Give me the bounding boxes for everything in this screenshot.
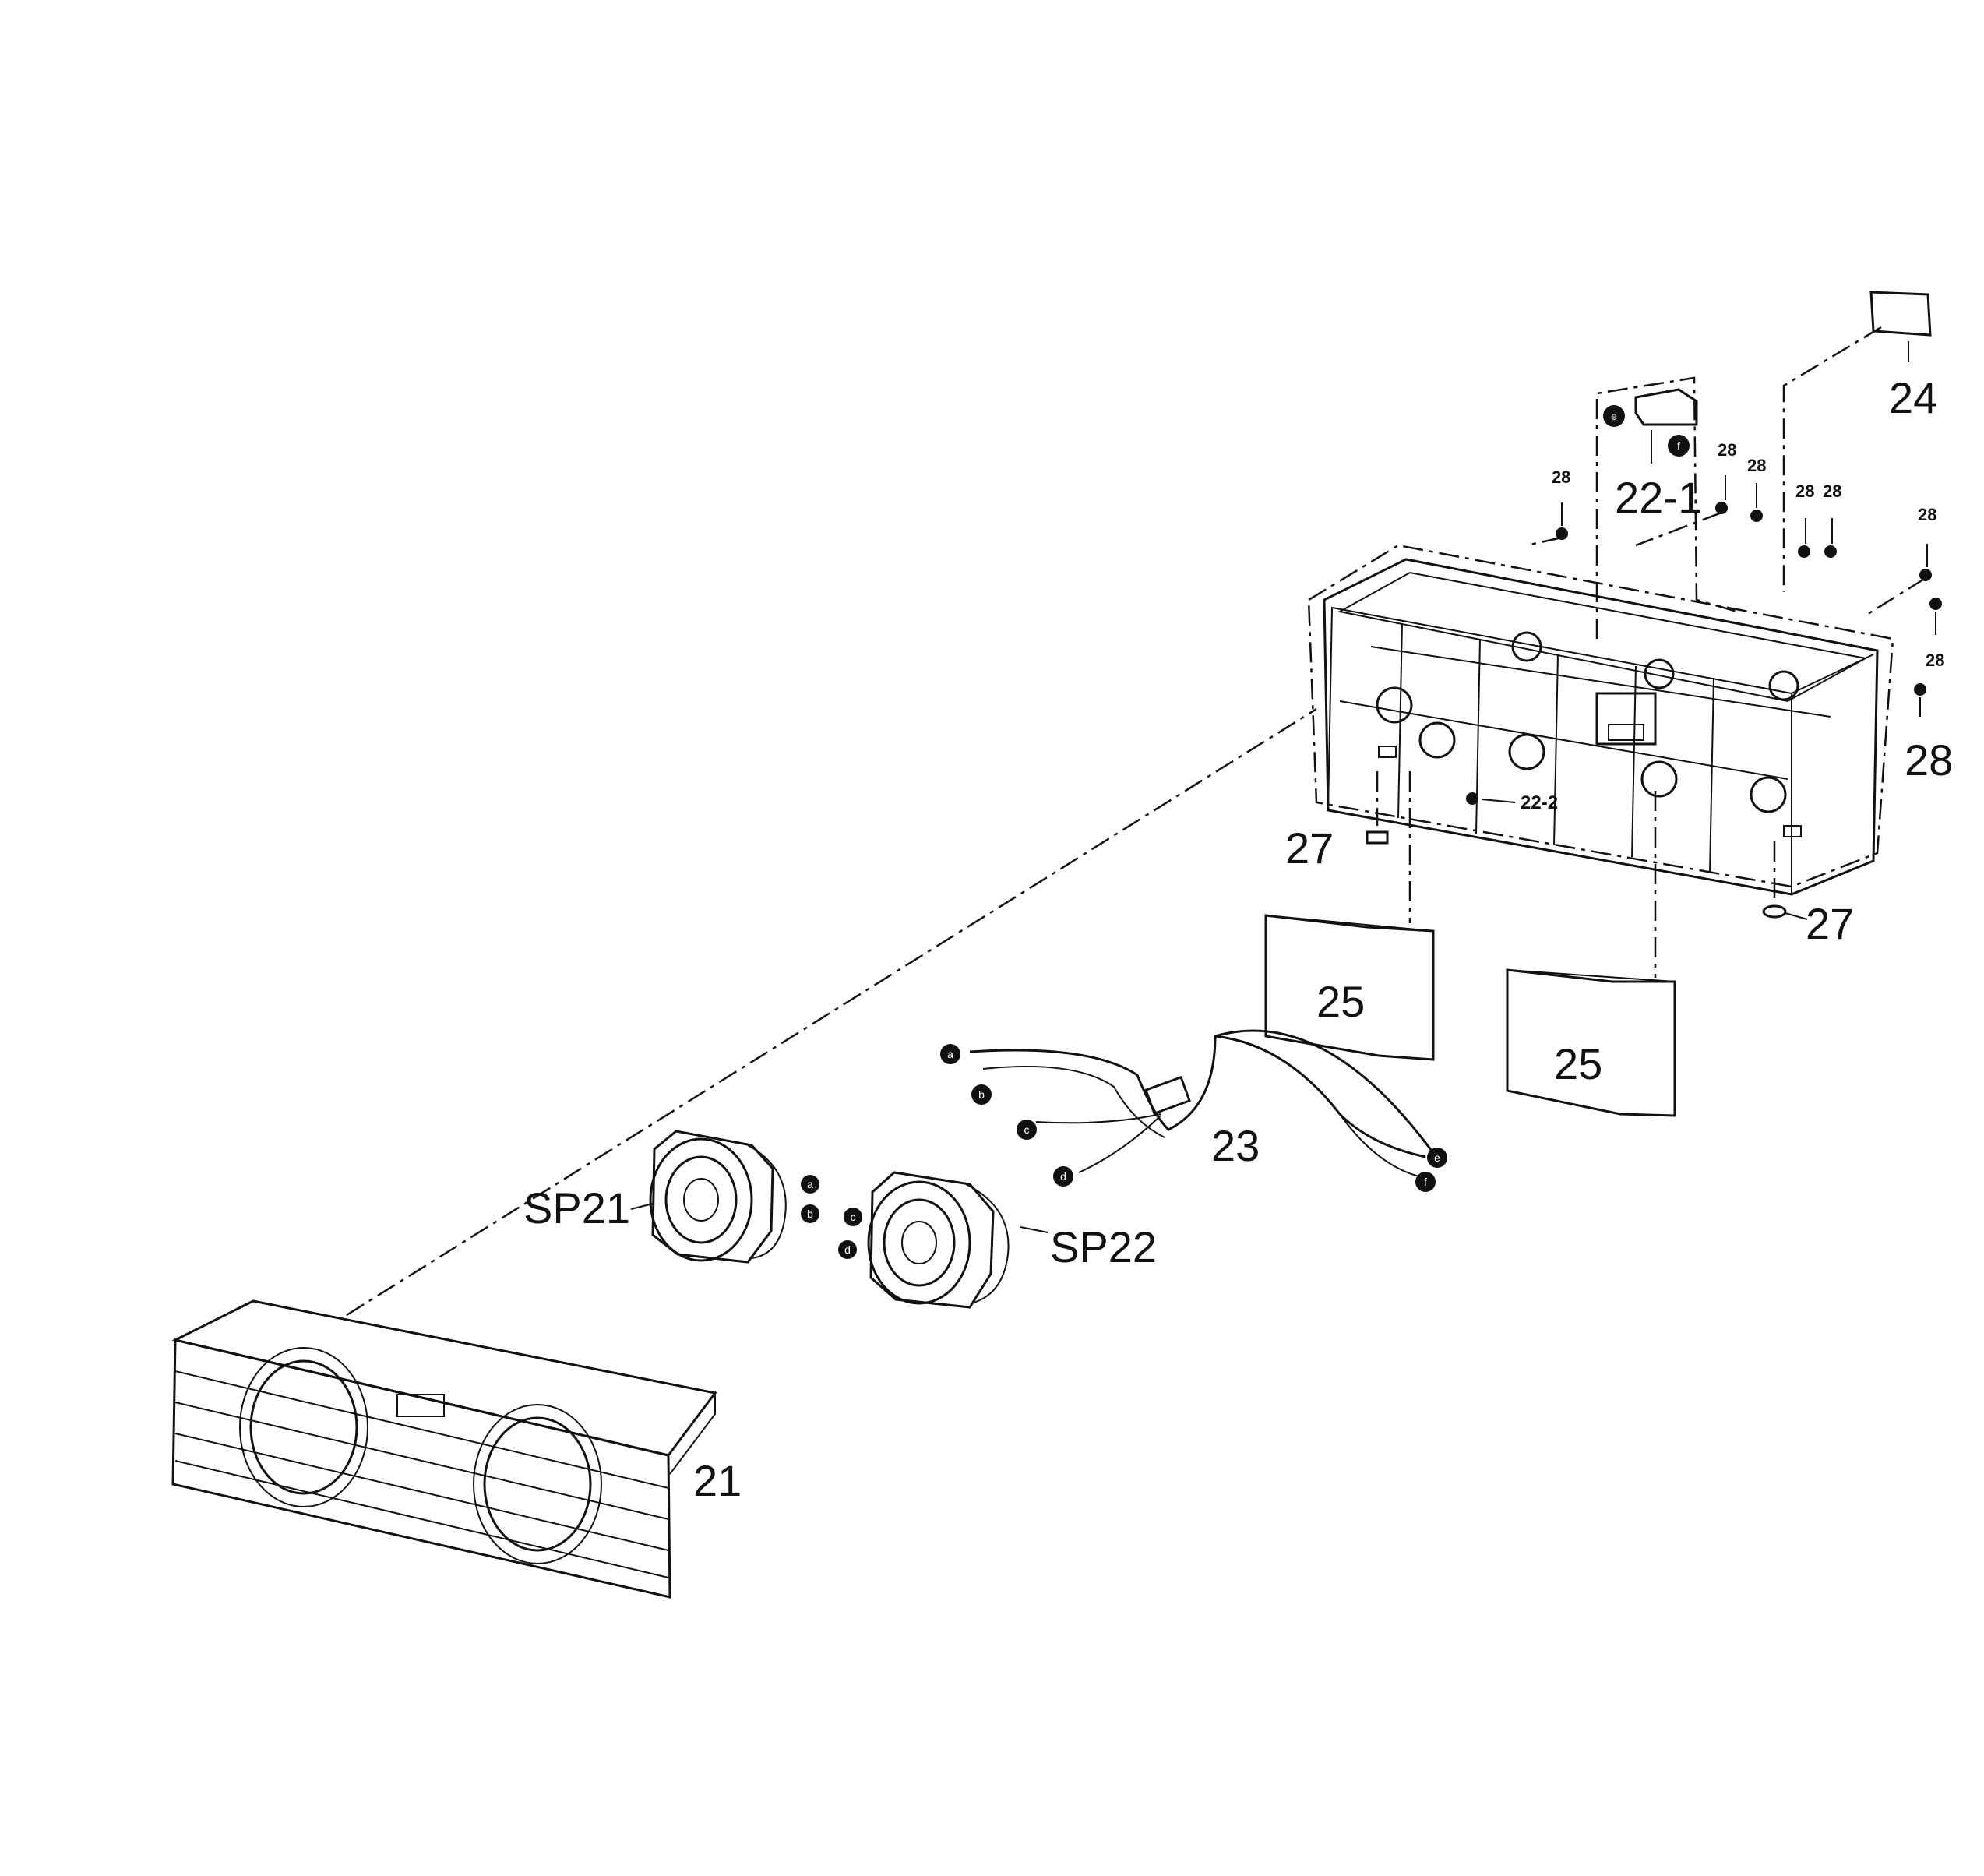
label-28-a: 28 <box>1552 467 1570 487</box>
screws-28 <box>1466 475 1942 805</box>
tag-wire-a: a <box>947 1048 953 1060</box>
label-27-right: 27 <box>1806 899 1854 948</box>
tag-bracket-f: f <box>1677 439 1680 452</box>
wire-harness-23 <box>940 1029 1447 1192</box>
tag-wire-b: b <box>978 1088 985 1101</box>
label-28-b: 28 <box>1718 440 1736 460</box>
label-25-left: 25 <box>1316 977 1365 1026</box>
label-22-1: 22-1 <box>1615 473 1702 522</box>
label-28-c: 28 <box>1747 456 1766 475</box>
label-24: 24 <box>1889 373 1937 422</box>
speaker-sp22 <box>867 1171 1010 1309</box>
label-28-d: 28 <box>1795 481 1814 501</box>
tag-wire-e: e <box>1434 1151 1440 1164</box>
label-21: 21 <box>693 1456 742 1505</box>
packing-box-25-left <box>1264 914 1435 1061</box>
tag-sp21-a: a <box>807 1178 813 1190</box>
label-plate-24 <box>1782 291 1932 592</box>
panel-alignment-line <box>346 707 1317 1317</box>
label-sp21: SP21 <box>523 1183 630 1232</box>
packing-box-25-right <box>1506 968 1676 1117</box>
label-28-g: 28 <box>1926 651 1944 670</box>
tag-sp22-d: d <box>844 1243 851 1256</box>
enclosure-outline <box>1307 544 1894 888</box>
cabinet-enclosure <box>1323 558 1879 896</box>
label-27-left: 27 <box>1285 823 1334 873</box>
label-28-f: 28 <box>1918 505 1936 524</box>
tag-wire-d: d <box>1060 1170 1066 1183</box>
bracket-22-1 <box>1595 376 1738 639</box>
connector-tags: a b c d a b c d e f e f <box>807 410 1680 1256</box>
label-25-right: 25 <box>1554 1039 1602 1088</box>
tag-wire-f: f <box>1424 1176 1427 1188</box>
tag-sp21-b: b <box>807 1208 813 1220</box>
label-23: 23 <box>1211 1121 1260 1170</box>
label-28-h: 28 <box>1905 735 1953 785</box>
front-panel-21 <box>171 1299 717 1599</box>
tag-sp22-c: c <box>851 1211 856 1223</box>
feet-27 <box>1366 771 1808 920</box>
speaker-connectors <box>801 1175 862 1259</box>
label-22-2: 22-2 <box>1521 792 1558 813</box>
sp22-leader <box>1020 1226 1048 1233</box>
sp21-leader <box>630 1203 654 1210</box>
tag-bracket-e: e <box>1611 410 1617 422</box>
label-28-e: 28 <box>1823 481 1841 501</box>
label-sp22: SP22 <box>1050 1222 1157 1271</box>
tag-wire-c: c <box>1024 1123 1030 1136</box>
speaker-sp21 <box>649 1130 787 1264</box>
part-labels: 21 22-1 22-2 23 24 25 25 27 27 28 28 28 … <box>523 373 1953 1505</box>
